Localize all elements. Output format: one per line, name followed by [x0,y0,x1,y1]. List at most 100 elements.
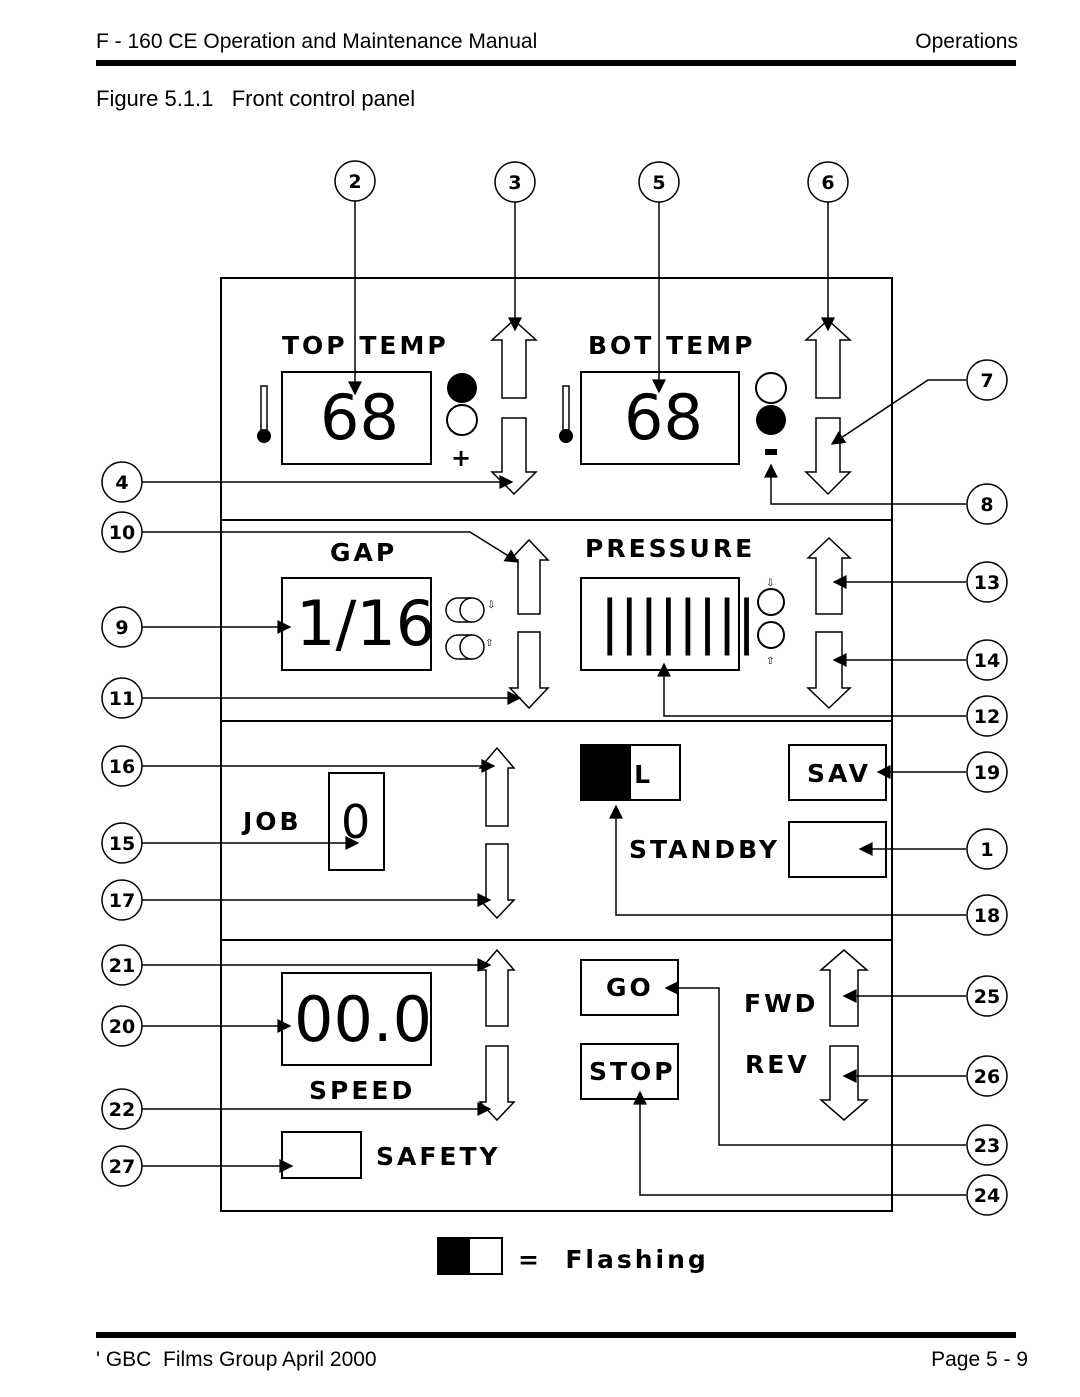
callout-bubble-9: 9 [101,606,143,648]
callout-bubble-8: 8 [966,483,1008,525]
pressure-roller-icon [757,588,785,616]
callout-bubble-20: 20 [101,1005,143,1047]
callout-bubble-10: 10 [101,511,143,553]
gap-value: 1/16 [296,587,435,660]
safety-label: SAFETY [376,1142,501,1171]
svg-text:26: 26 [974,1066,1000,1088]
bot-temp-down-arrow-icon[interactable] [804,417,852,496]
callout-bubble-24: 24 [966,1174,1008,1216]
fwd-up-arrow-icon[interactable] [818,949,870,1027]
svg-text:23: 23 [974,1135,1000,1157]
pressure-down-small-arrow-icon: ⇩ [766,578,774,589]
callout-bubble-1: 1 [966,828,1008,870]
callout-bubble-12: 12 [966,695,1008,737]
svg-text:5: 5 [652,172,665,194]
gap-down-arrow-icon[interactable] [508,631,550,710]
svg-text:2: 2 [348,171,361,193]
rev-down-arrow-icon[interactable] [818,1045,870,1121]
svg-text:17: 17 [109,890,135,912]
flashing-legend-swatch-icon [437,1237,503,1275]
callout-bubble-26: 26 [966,1055,1008,1097]
sav-button[interactable]: SAV [788,744,887,801]
header-left: F - 160 CE Operation and Maintenance Man… [96,30,538,53]
callout-bubble-7: 7 [966,359,1008,401]
speed-display [281,972,432,1066]
bot-temp-up-arrow-icon[interactable] [804,318,852,399]
minus-sign-icon [765,449,777,455]
callout-bubble-2: 2 [334,160,376,202]
speed-up-arrow-icon[interactable] [478,948,516,1027]
header-rule [96,60,1016,66]
plus-sign: + [451,444,471,472]
job-down-arrow-icon[interactable] [478,843,516,920]
bot-temp-label: BOT TEMP [588,331,755,360]
svg-text:6: 6 [821,172,834,194]
callout-bubble-11: 11 [101,677,143,719]
speed-label: SPEED [309,1076,415,1105]
svg-text:14: 14 [974,650,1000,672]
callout-bubble-18: 18 [966,894,1008,936]
safety-indicator [281,1131,362,1179]
gap-up-arrow-icon[interactable] [508,538,550,615]
callout-bubble-23: 23 [966,1124,1008,1166]
top-temp-label: TOP TEMP [282,331,449,360]
bot-temp-lamp-off-icon [755,372,787,404]
fwd-label: FWD [744,989,818,1018]
svg-text:11: 11 [109,688,135,710]
svg-text:20: 20 [109,1016,135,1038]
sel-flashing-block [581,745,631,800]
callout-bubble-22: 22 [101,1088,143,1130]
stop-button[interactable]: STOP [580,1043,679,1100]
thermometer-icon [559,385,573,443]
gap-down-small-arrow-icon: ⇩ [487,600,495,611]
callout-bubble-3: 3 [494,161,536,203]
pressure-up-arrow-icon[interactable] [806,536,852,615]
svg-text:15: 15 [109,833,135,855]
job-display [328,772,385,871]
sel-label: SEL [593,760,653,789]
top-temp-value: 68 [320,381,399,454]
callout-bubble-15: 15 [101,822,143,864]
leader-lines [142,200,966,1196]
job-up-arrow-icon[interactable] [478,746,516,827]
callout-bubble-13: 13 [966,561,1008,603]
pressure-up-small-arrow-icon: ⇧ [766,656,774,667]
bot-temp-value: 68 [624,381,703,454]
svg-text:18: 18 [974,905,1000,927]
svg-text:9: 9 [115,617,128,639]
svg-text:22: 22 [109,1099,135,1121]
svg-text:8: 8 [980,494,993,516]
footer-rule [96,1332,1016,1338]
callout-bubble-16: 16 [101,745,143,787]
gap-up-small-arrow-icon: ⇧ [485,638,493,649]
pressure-down-arrow-icon[interactable] [806,631,852,710]
thermometer-icon [257,385,271,443]
svg-text:16: 16 [109,756,135,778]
svg-text:21: 21 [109,955,135,977]
standby-button[interactable] [788,821,887,878]
callout-bubble-27: 27 [101,1145,143,1187]
svg-text:19: 19 [974,762,1000,784]
sel-button[interactable]: SEL [580,744,681,801]
svg-text:4: 4 [115,472,128,494]
svg-text:1: 1 [980,839,993,861]
figure-caption: Figure 5.1.1 Front control panel [96,86,416,111]
svg-text:10: 10 [109,522,135,544]
sav-label: SAV [807,759,871,788]
top-temp-up-arrow-icon[interactable] [490,318,538,399]
svg-text:25: 25 [974,986,1000,1008]
speed-value: 00.0 [294,983,432,1056]
callout-bubble-14: 14 [966,639,1008,681]
footer-left: ' GBC Films Group April 2000 [96,1348,377,1371]
svg-text:13: 13 [974,572,1000,594]
gap-display [281,577,432,671]
pressure-display [580,577,740,671]
callout-bubble-6: 6 [807,161,849,203]
svg-text:27: 27 [109,1156,135,1178]
panel-frame [220,277,893,1212]
go-button[interactable]: GO [580,959,679,1016]
gap-label: GAP [330,538,397,567]
callout-bubble-25: 25 [966,975,1008,1017]
svg-text:7: 7 [980,370,993,392]
